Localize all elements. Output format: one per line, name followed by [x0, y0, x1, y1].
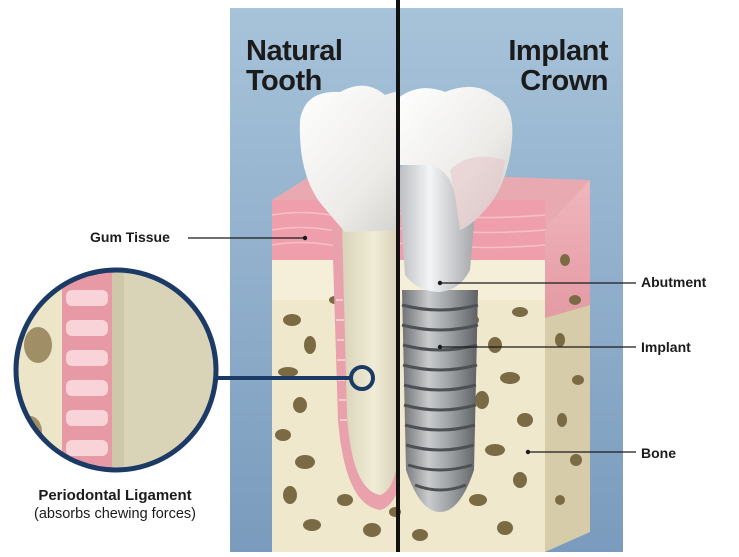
divider-line [396, 0, 400, 552]
implant-label: Implant [641, 339, 691, 355]
bone-label: Bone [641, 445, 676, 461]
inset-caption-title: Periodontal Ligament [0, 486, 230, 505]
inset-caption-subtitle: (absorbs chewing forces) [0, 505, 230, 524]
bone-marker [526, 450, 530, 454]
implant-marker [438, 345, 442, 349]
abutment-marker [438, 281, 442, 285]
inset-caption: Periodontal Ligament (absorbs chewing fo… [0, 486, 230, 524]
natural-tooth-title-line2: Tooth [246, 66, 342, 96]
natural-tooth-title: Natural Tooth [246, 36, 342, 96]
abutment-label: Abutment [641, 274, 706, 290]
gum-tissue-marker [303, 236, 307, 240]
implant-crown-title-line2: Crown [480, 66, 608, 96]
implant-crown-title-line1: Implant [480, 36, 608, 66]
gum-tissue-label: Gum Tissue [90, 229, 170, 245]
natural-tooth-title-line1: Natural [246, 36, 342, 66]
implant-crown-title: Implant Crown [480, 36, 608, 96]
